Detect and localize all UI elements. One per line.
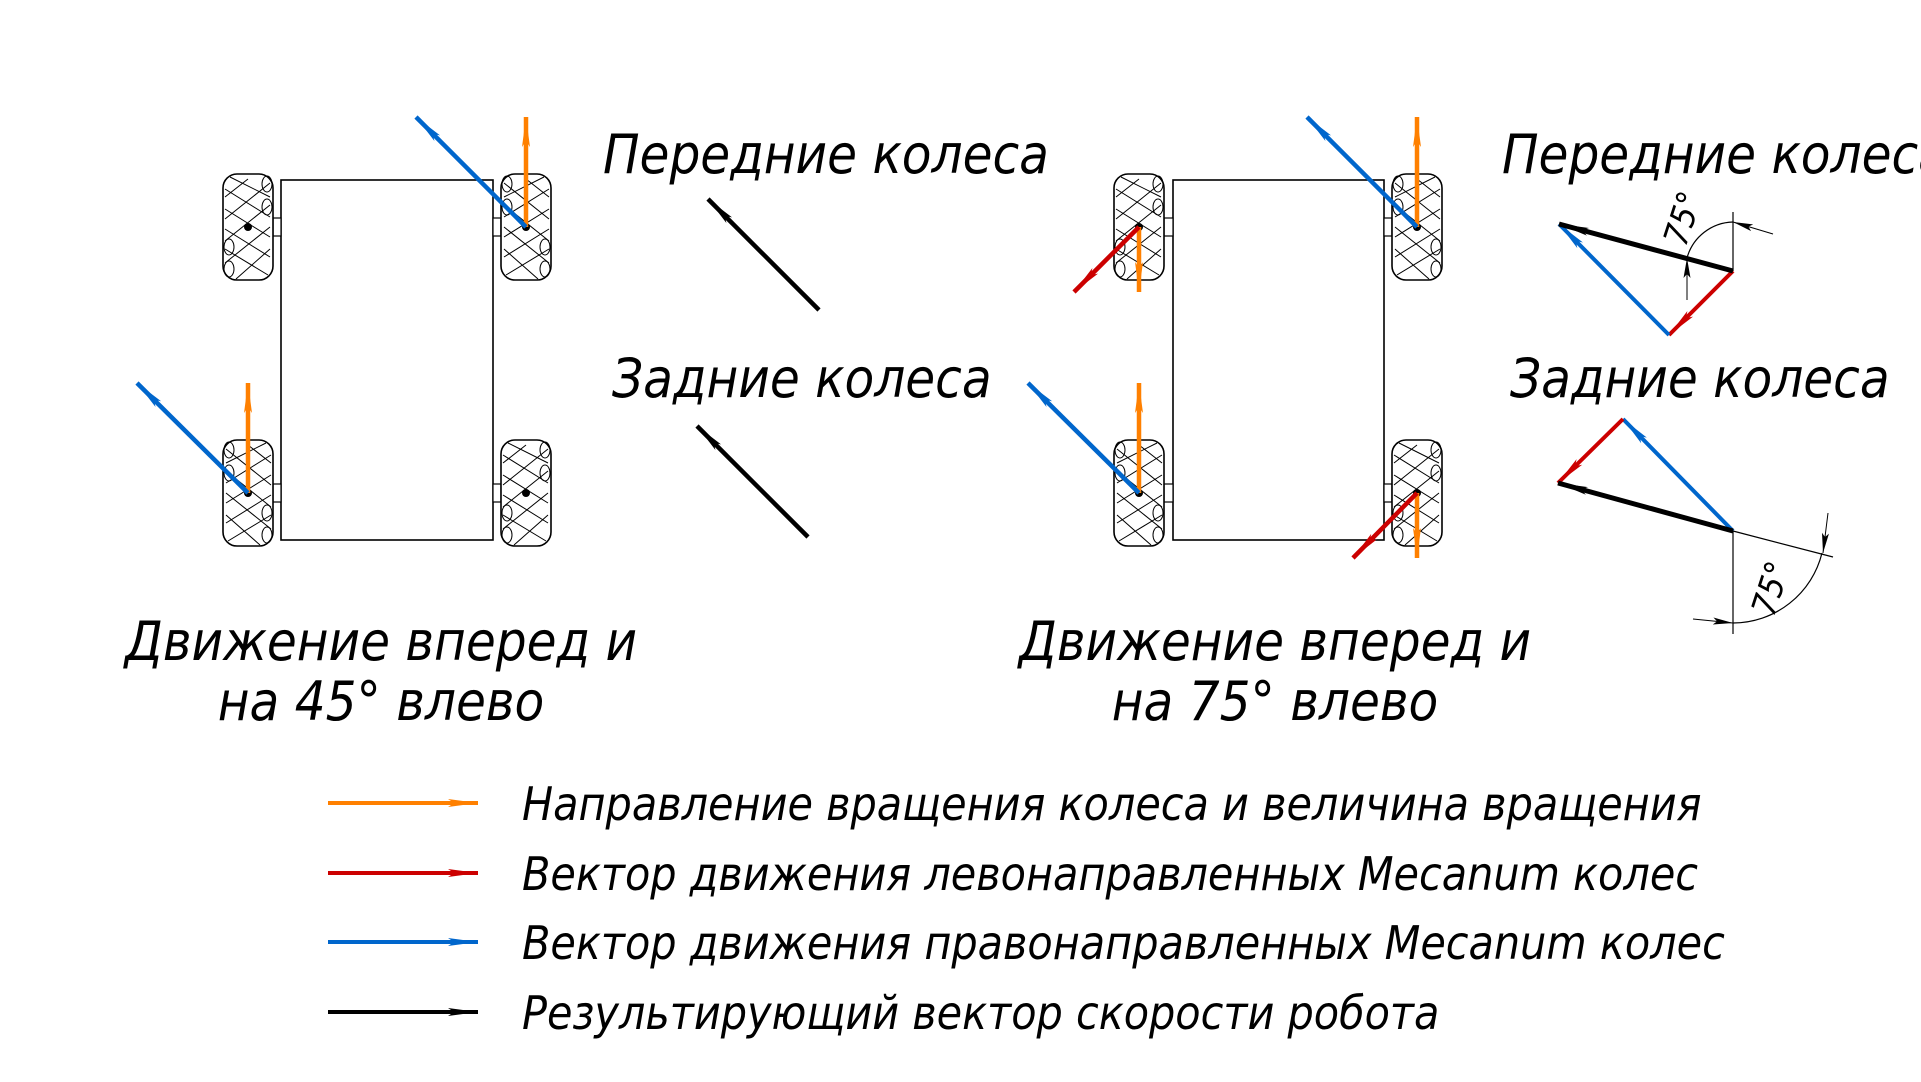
rear-right-mecanum-vector bbox=[1621, 417, 1735, 533]
axle-stub bbox=[1383, 217, 1393, 237]
rear-extension-line bbox=[1732, 530, 1834, 558]
resultant-vector-rear bbox=[695, 424, 810, 539]
caption-line-1: Движение вперед и bbox=[1017, 610, 1531, 673]
legend-item: Вектор движения левонаправленных Mecanum… bbox=[328, 847, 1698, 901]
front-dim-arrow-right bbox=[1732, 221, 1774, 235]
legend-label: Вектор движения правонаправленных Mecanu… bbox=[522, 916, 1725, 970]
rear-dim-arrow-top bbox=[1822, 512, 1829, 554]
axle-stub bbox=[1163, 217, 1174, 237]
legend-label: Направление вращения колеса и величина в… bbox=[522, 777, 1702, 831]
resultant-vector-front bbox=[706, 197, 821, 312]
robot-body bbox=[280, 179, 494, 541]
front-angle-arc bbox=[1686, 221, 1734, 259]
axle-stub bbox=[492, 483, 502, 503]
right-mecanum-vector-front-right bbox=[414, 115, 528, 229]
front-resultant-vector bbox=[1558, 221, 1734, 274]
left-mecanum-vector-front-left bbox=[1072, 225, 1141, 294]
front-right-mecanum-vector bbox=[1557, 222, 1671, 337]
caption-line-1: Движение вперед и bbox=[123, 610, 637, 673]
legend-label: Результирующий вектор скорости робота bbox=[522, 986, 1439, 1040]
rear-angle-label: 75° bbox=[1744, 557, 1799, 621]
caption-line-2: на 75° влево bbox=[1112, 670, 1438, 733]
axle-stub bbox=[1163, 483, 1174, 503]
axle-stub bbox=[492, 217, 502, 237]
axle-stub bbox=[272, 217, 282, 237]
front-wheels-label: Передние колеса bbox=[1502, 123, 1921, 186]
rear-dim-arrow-bottom bbox=[1692, 617, 1734, 625]
right-mecanum-vector-rear-left bbox=[135, 381, 250, 495]
legend-label: Вектор движения левонаправленных Mecanum… bbox=[522, 847, 1698, 901]
rear-resultant-vector bbox=[1557, 480, 1734, 534]
caption-line-2: на 45° влево bbox=[218, 670, 544, 733]
axle-stub bbox=[1383, 483, 1393, 503]
legend-item: Результирующий вектор скорости робота bbox=[328, 986, 1439, 1040]
wheel-center-dot bbox=[244, 223, 252, 231]
rear-left-mecanum-vector bbox=[1556, 417, 1625, 485]
wheel-center-dot bbox=[522, 489, 530, 497]
right-mecanum-vector-rear-left bbox=[1026, 381, 1141, 495]
rear-wheels-label: Задние колеса bbox=[612, 347, 992, 410]
robot-body bbox=[1172, 179, 1385, 541]
front-left-mecanum-vector bbox=[1667, 269, 1735, 337]
axle-stub bbox=[272, 483, 282, 503]
right-mecanum-vector-front-right bbox=[1305, 115, 1419, 229]
legend-item: Направление вращения колеса и величина в… bbox=[328, 777, 1702, 831]
rear-angle-arc bbox=[1732, 552, 1823, 624]
legend-item: Вектор движения правонаправленных Mecanu… bbox=[328, 916, 1725, 970]
rear-wheels-label: Задние колеса bbox=[1510, 347, 1890, 410]
front-wheels-label: Передние колеса bbox=[603, 123, 1049, 186]
left-mecanum-vector-rear-right bbox=[1351, 491, 1419, 560]
front-angle-label: 75° bbox=[1656, 187, 1711, 251]
